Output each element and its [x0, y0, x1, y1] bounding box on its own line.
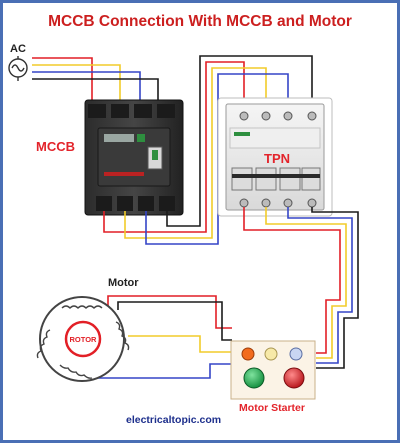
- diagram-title: MCCB Connection With MCCB and Motor: [48, 13, 352, 30]
- motor-label: Motor: [108, 277, 139, 289]
- starter-blue-lamp: [289, 347, 303, 361]
- tpn-starter-wire-black: [311, 207, 359, 369]
- starter-yellow-lamp: [264, 347, 278, 361]
- tpn-starter-wire-blue: [287, 207, 353, 364]
- tpn-starter-wire-red: [243, 207, 341, 354]
- motor-symbol: [36, 296, 130, 382]
- rotor-label: ROTOR: [70, 335, 98, 344]
- mccb-to-tpn-wires: [103, 55, 313, 245]
- motor-wire-black: [117, 301, 232, 341]
- motor-wire-yellow: [128, 335, 232, 353]
- motor-wires: [89, 295, 232, 379]
- supply-wire-yellow: [32, 64, 121, 110]
- supply-wire-red: [32, 57, 93, 112]
- tpn-switch: [217, 97, 333, 217]
- tpn-label: TPN: [264, 151, 290, 166]
- tpn-starter-wire-yellow: [265, 207, 347, 359]
- ac-source-icon: [8, 56, 28, 81]
- stop-button-red: [283, 367, 305, 389]
- supply-wire-blue: [32, 71, 141, 110]
- motor-starter-label: Motor Starter: [239, 402, 305, 414]
- motor-starter: [230, 340, 316, 400]
- start-button-green: [243, 367, 265, 389]
- starter-orange-lamp: [241, 347, 255, 361]
- mccb-tpn-wire-black: [166, 55, 313, 227]
- mccb-breaker: [84, 99, 184, 216]
- mccb-tpn-wire-red: [103, 61, 245, 233]
- mccb-label: MCCB: [36, 139, 75, 154]
- tpn-to-starter-wires: [243, 207, 359, 369]
- ac-label: AC: [10, 43, 26, 55]
- supply-wires: [32, 57, 159, 112]
- website-label: electricaltopic.com: [126, 414, 221, 426]
